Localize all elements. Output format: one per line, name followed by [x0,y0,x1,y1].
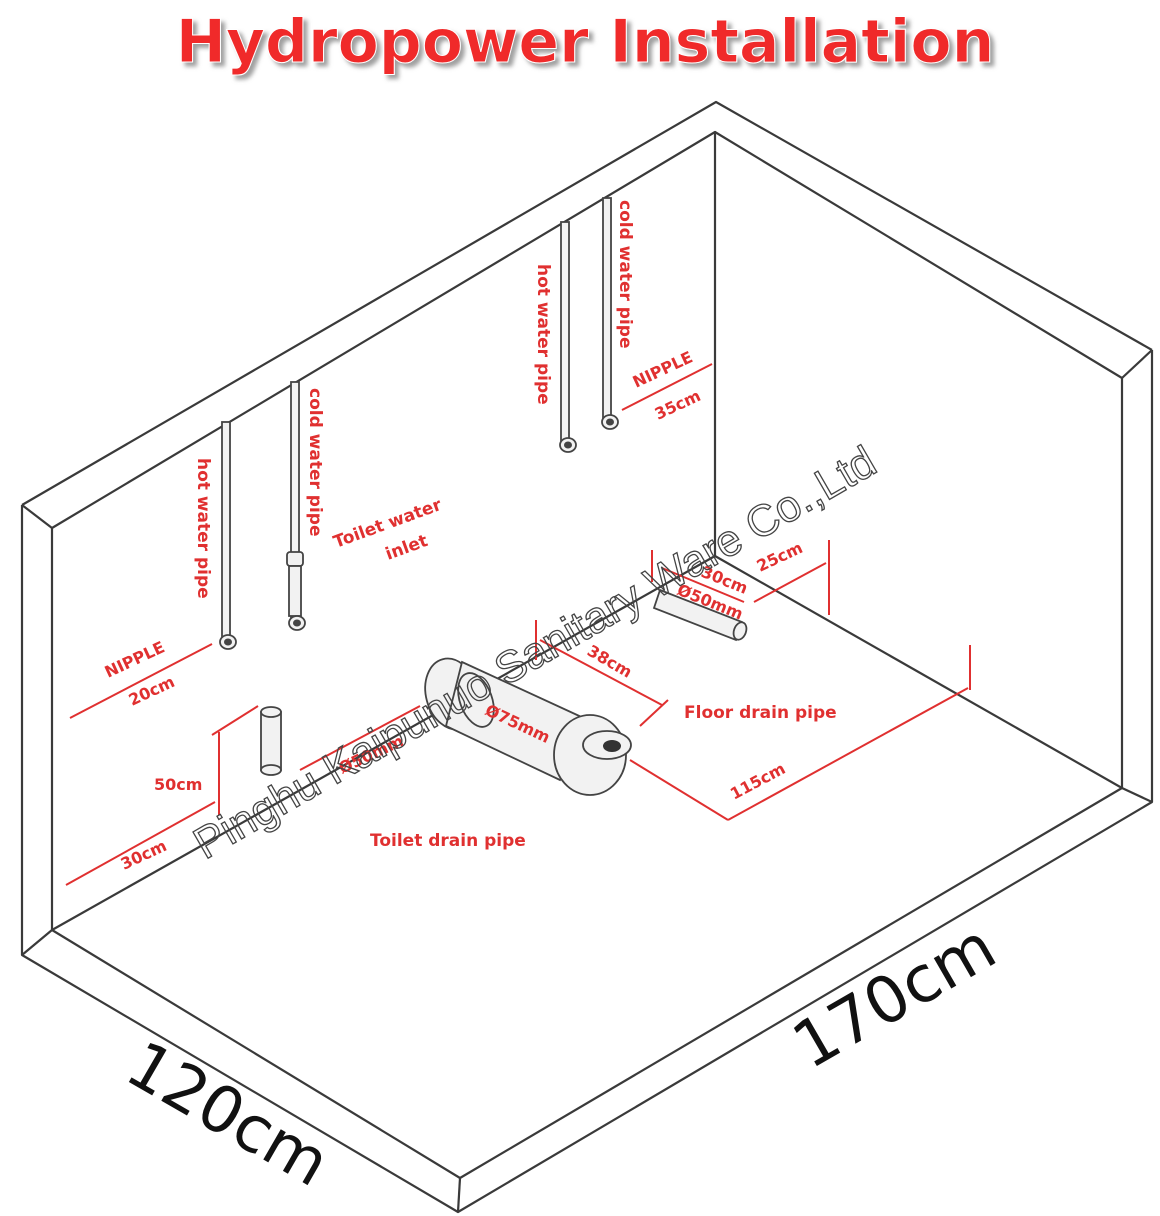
nipple-right-label: NIPPLE [630,347,696,391]
toilet-drain-pipe [424,657,632,796]
page-title: Hydropower Installation [176,7,995,77]
right-cold-water-pipe [601,197,619,430]
nipple-left-measure: 20cm [126,672,178,710]
room-walls [20,100,1154,1214]
right-cold-water-pipe-label: cold water pipe [615,200,635,349]
floor-drain-pipe-label: Floor drain pipe [684,703,837,723]
toilet-side-measure: 115cm [727,759,789,804]
room-width-label: 120cm [114,1028,341,1202]
left-cold-water-pipe [286,381,306,631]
basin-drain-pipe [260,706,282,776]
toilet-water-inlet-label-2: inlet [383,531,431,565]
floor-drain-pipe [652,588,748,642]
dimension-lines [65,363,971,886]
room-length-label: 170cm [781,910,1008,1084]
right-hot-water-pipe-label: hot water pipe [533,264,553,405]
left-cold-water-pipe-label: cold water pipe [305,388,325,537]
right-hot-water-pipe [559,221,577,453]
toilet-drain-pipe-label: Toilet drain pipe [370,831,526,851]
left-hot-water-pipe-label: hot water pipe [193,458,213,599]
basin-height-measure: 50cm [154,775,202,794]
left-hot-water-pipe [219,421,237,650]
nipple-left-label: NIPPLE [102,637,168,681]
